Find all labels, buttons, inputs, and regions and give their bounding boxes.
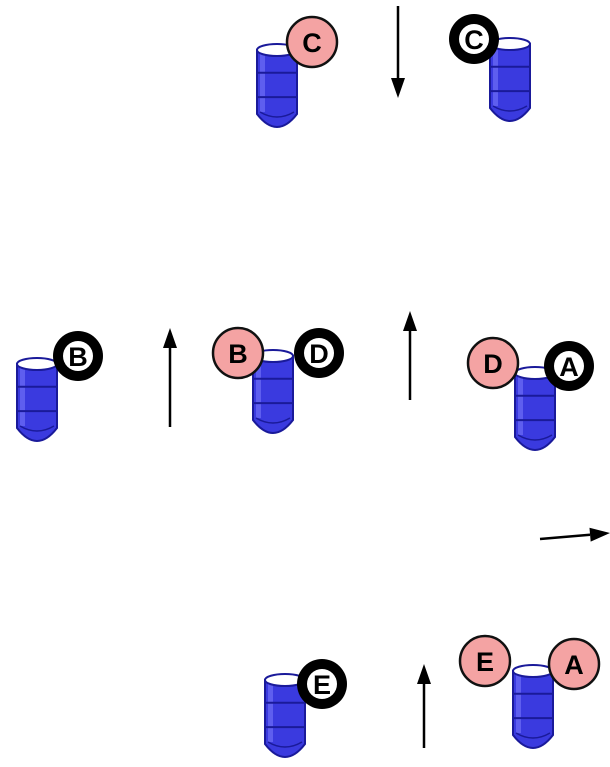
marker-d-pink-right: D bbox=[466, 336, 520, 390]
marker-e-black-bottom: E bbox=[297, 659, 347, 709]
marker-d-black-center: D bbox=[294, 328, 344, 378]
tube-top-left bbox=[256, 43, 298, 128]
marker-b-pink-center: B bbox=[211, 326, 265, 380]
arrow-right-mid bbox=[539, 527, 610, 542]
marker-label: C bbox=[302, 28, 322, 58]
marker-label: B bbox=[228, 339, 248, 369]
marker-c-black-top: C bbox=[449, 14, 499, 64]
marker-label: A bbox=[559, 352, 579, 382]
arrow-up-mid-left bbox=[163, 328, 177, 427]
tube-mid-right bbox=[514, 366, 556, 451]
marker-label: E bbox=[476, 647, 494, 677]
marker-label: B bbox=[68, 342, 88, 372]
arrow-down-top bbox=[391, 6, 405, 98]
tube-mid-center bbox=[252, 349, 294, 434]
arrow-up-bottom bbox=[417, 664, 431, 748]
tube-top-right bbox=[489, 37, 531, 122]
marker-a-black-right: A bbox=[544, 341, 594, 391]
marker-c-pink-top: C bbox=[285, 15, 339, 69]
marker-label: C bbox=[464, 25, 484, 55]
marker-b-black-left: B bbox=[53, 331, 103, 381]
marker-label: D bbox=[309, 339, 329, 369]
arrow-up-mid-center bbox=[403, 311, 417, 400]
marker-a-pink-bottom: A bbox=[547, 637, 601, 691]
marker-label: D bbox=[483, 349, 503, 379]
marker-label: E bbox=[313, 670, 331, 700]
tube-bottom-left bbox=[264, 673, 306, 758]
tube-bottom-right bbox=[512, 664, 554, 749]
marker-label: A bbox=[564, 650, 584, 680]
tube-mid-left bbox=[16, 357, 58, 442]
marker-e-pink-bottom: E bbox=[458, 634, 512, 688]
